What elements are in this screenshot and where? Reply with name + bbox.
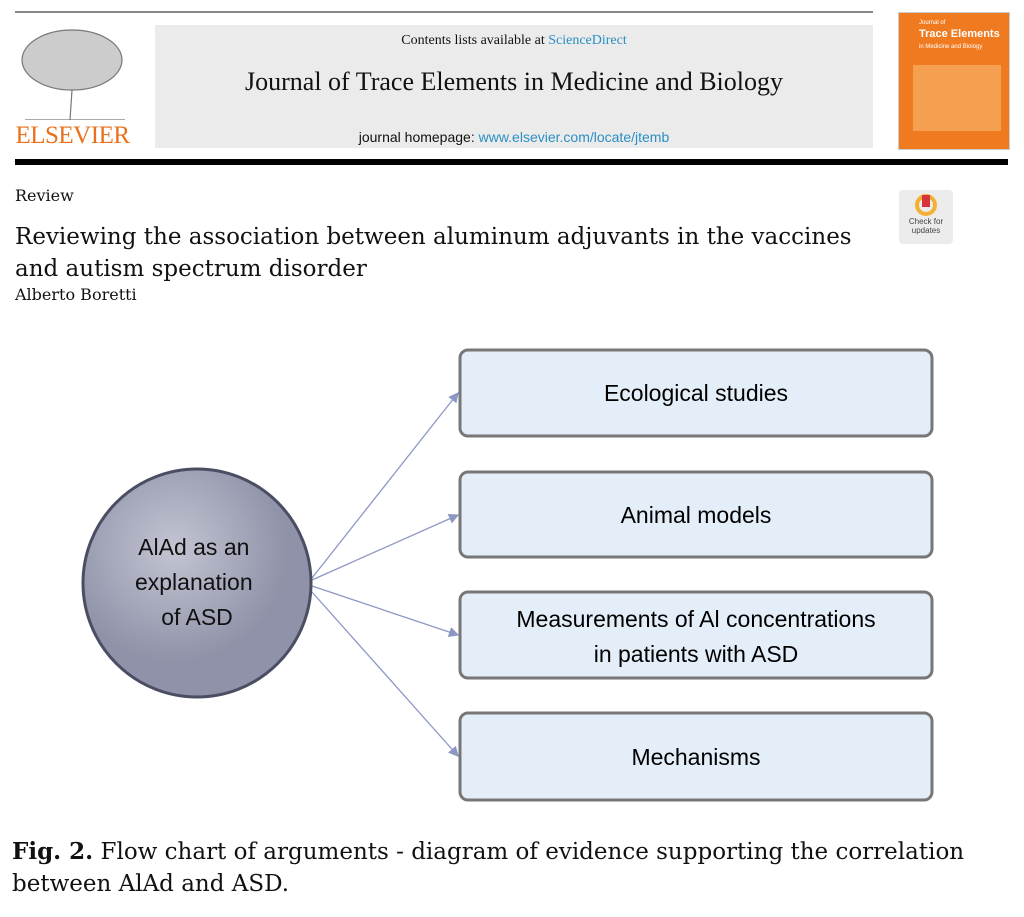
homepage-prefix: journal homepage: — [358, 129, 479, 145]
caption-label: Fig. 2. — [12, 838, 94, 865]
arrow-2 — [311, 513, 460, 581]
center-node — [81, 467, 313, 699]
sciencedirect-link[interactable]: ScienceDirect — [548, 33, 627, 48]
arrow-4 — [311, 591, 459, 757]
journal-title: Journal of Trace Elements in Medicine an… — [245, 67, 783, 96]
journal-header-box: Contents lists available at ScienceDirec… — [155, 25, 873, 148]
arrow-3 — [311, 585, 460, 638]
center-label: AlAd as an explanation of ASD — [135, 534, 259, 630]
publisher-name: ELSEVIER — [15, 122, 130, 149]
svg-text:Animal models: Animal models — [621, 502, 772, 528]
figure-caption: Fig. 2. Flow chart of arguments - diagra… — [12, 836, 1012, 900]
box-mechanisms: Mechanisms — [458, 711, 934, 802]
svg-text:Measurements of Al concentrati: Measurements of Al concentrations — [516, 606, 875, 632]
check-updates-label: Check for updates — [908, 217, 944, 235]
contents-line: Contents lists available at ScienceDirec… — [155, 33, 873, 49]
article-author[interactable]: Alberto Boretti — [15, 285, 137, 304]
header-thick-rule — [15, 159, 1008, 165]
cover-title: Trace Elements — [919, 28, 1000, 40]
box-ecological-studies: Ecological studies — [458, 348, 934, 438]
article-title: Reviewing the association between alumin… — [15, 224, 852, 282]
homepage-line: journal homepage: www.elsevier.com/locat… — [155, 129, 873, 145]
arrow-1 — [311, 391, 459, 579]
flow-diagram: AlAd as an explanation of ASD Ecological… — [81, 348, 934, 802]
connector-arrows — [311, 391, 460, 757]
article-type: Review — [15, 186, 74, 205]
svg-text:in patients with ASD: in patients with ASD — [594, 641, 799, 667]
bookmark-icon — [915, 194, 937, 216]
tree-icon — [21, 29, 125, 121]
caption-text: Flow chart of arguments - diagram of evi… — [12, 839, 965, 897]
cover-journal-of: Journal of — [919, 20, 946, 26]
box-animal-models: Animal models — [458, 470, 934, 559]
cover-image — [913, 65, 1001, 131]
check-for-updates-button[interactable]: Check for updates — [899, 190, 953, 244]
journal-cover[interactable]: Journal of Trace Elements in Medicine and … — [898, 12, 1010, 150]
header-rule — [15, 11, 873, 13]
homepage-link[interactable]: www.elsevier.com/locate/jtemb — [478, 129, 670, 145]
contents-prefix: Contents lists available at — [401, 33, 549, 48]
svg-text:Ecological studies: Ecological studies — [604, 380, 788, 406]
elsevier-logo[interactable]: ELSEVIER — [15, 25, 130, 150]
svg-text:Mechanisms: Mechanisms — [631, 744, 760, 770]
cover-subtitle: in Medicine and Biology — [919, 44, 983, 50]
box-measurements: Measurements of Al concentrations in pati… — [458, 590, 934, 680]
